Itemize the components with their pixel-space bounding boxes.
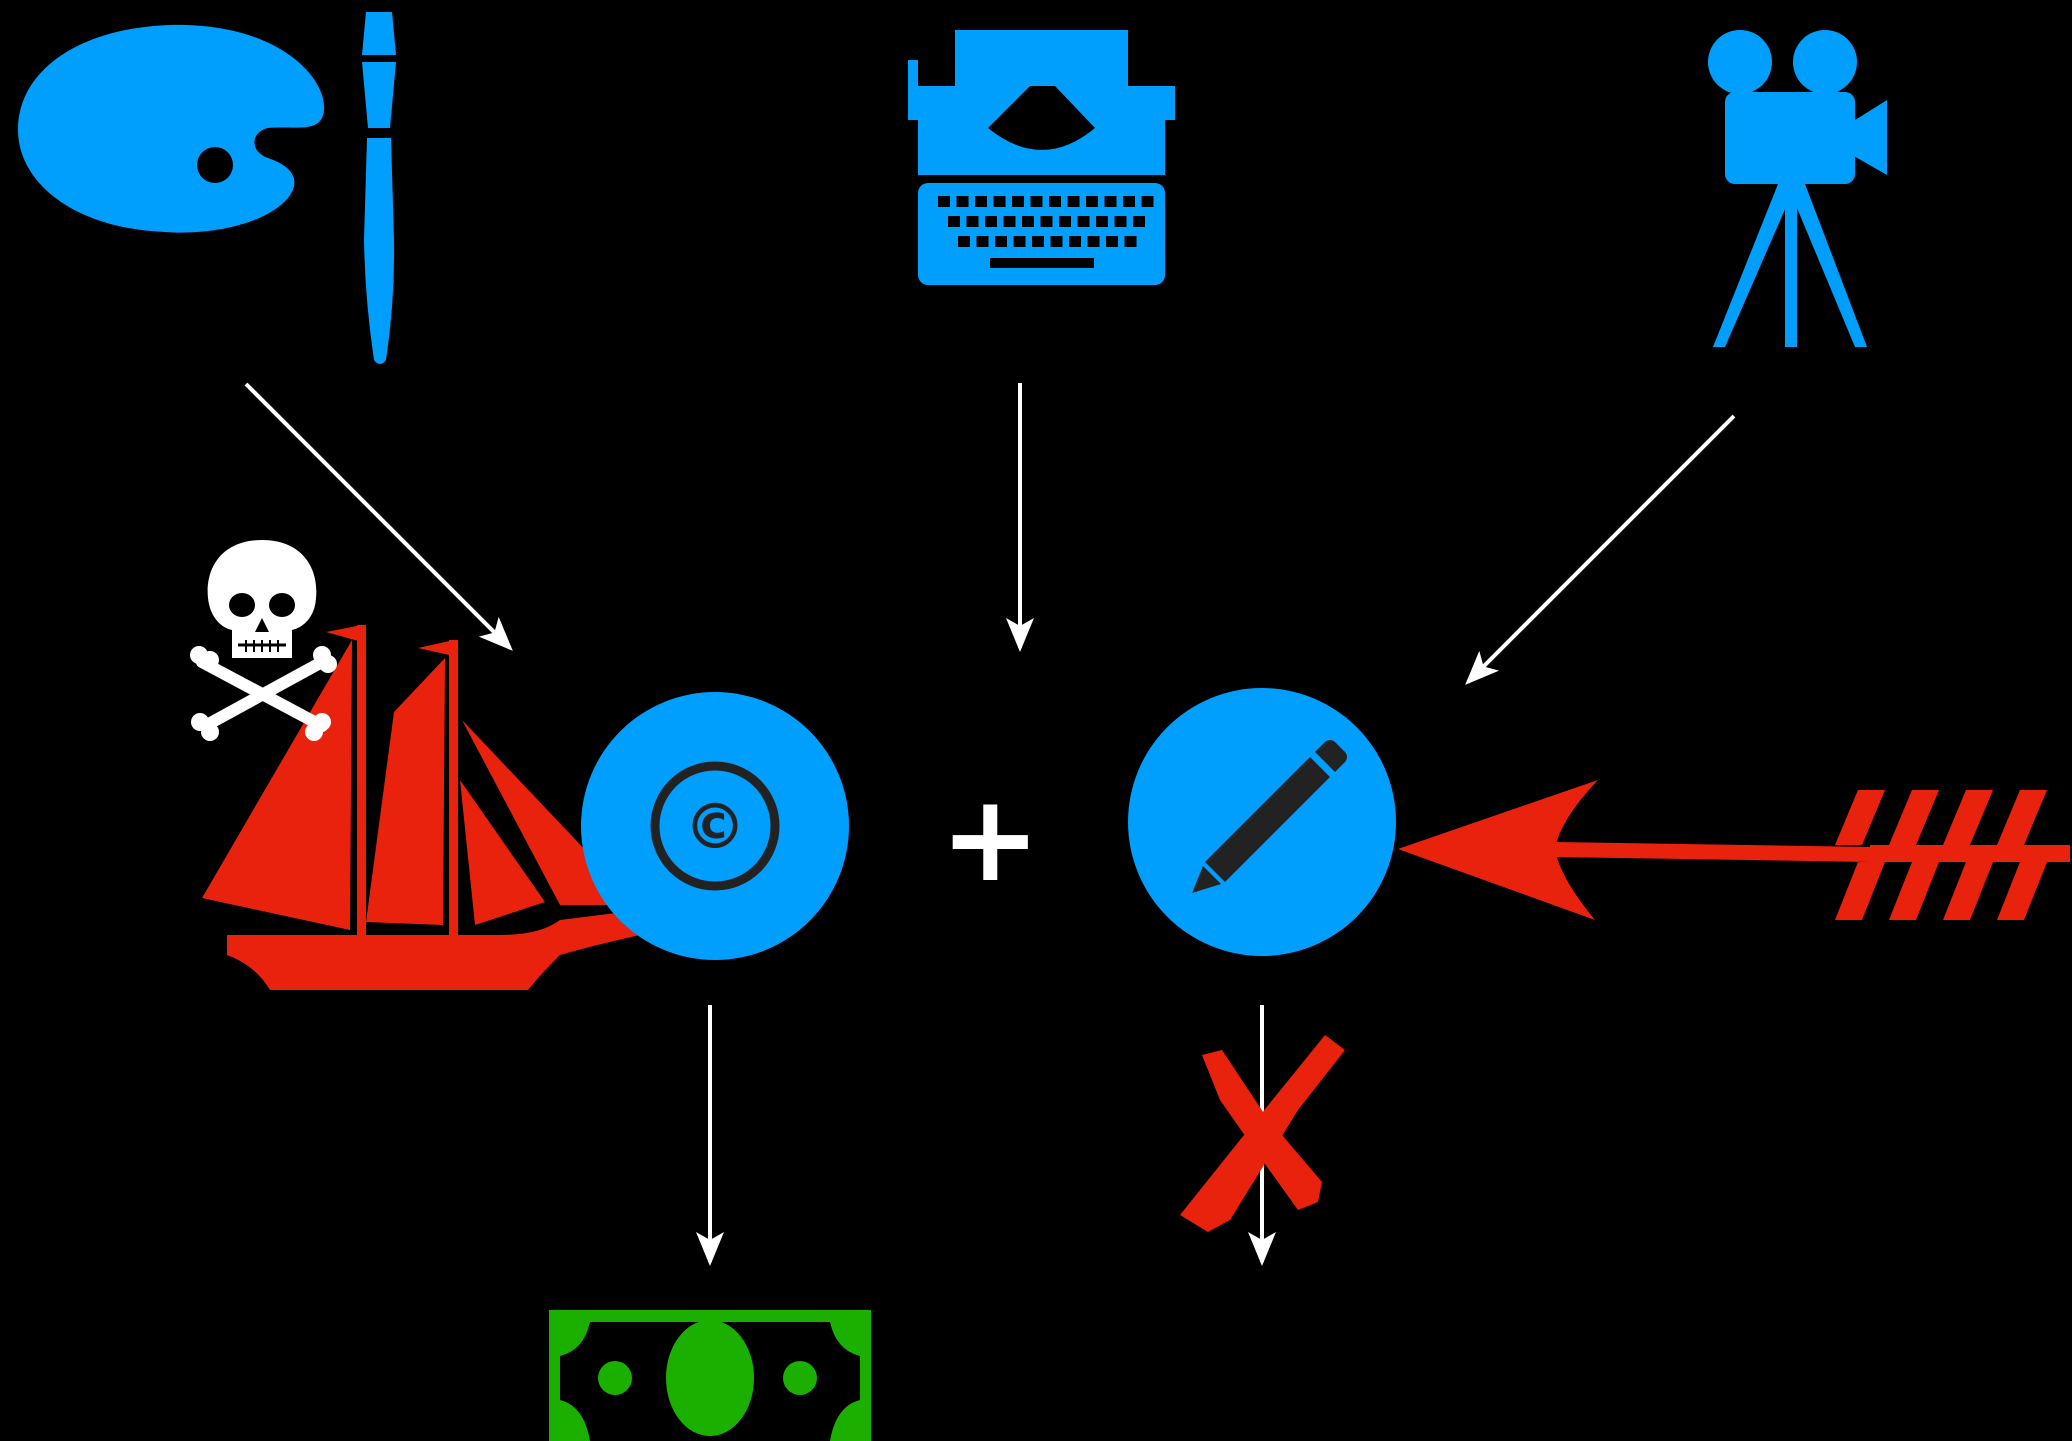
typewriter-key [1031,196,1043,207]
ship-mast-1 [357,625,366,940]
typewriter-key [1068,196,1080,207]
typewriter-key [1012,196,1024,207]
movie-camera-icon [1708,30,1887,347]
pencil-icon [1128,688,1396,956]
typewriter-key [975,196,987,207]
arrow-shaft [1555,842,1870,862]
typewriter-key [1049,196,1061,207]
typewriter-key [1014,236,1026,247]
typewriter-key [995,236,1007,247]
arrow-icon [1398,780,2070,920]
typewriter-key [1078,216,1090,227]
camera-body [1725,92,1855,184]
typewriter-key [1115,216,1127,227]
typewriter-key [938,196,950,207]
bill-center [666,1320,754,1436]
typewriter-key [958,236,970,247]
bill-dot-right [783,1361,817,1395]
typewriter-key [1133,216,1145,227]
typewriter-key [977,236,989,247]
camera-reel-left [1708,30,1772,94]
pirate-ship-icon [202,625,640,990]
arrow-fletching [1835,790,2070,920]
typewriter-key [1142,196,1154,207]
typewriter-key [1123,196,1135,207]
typewriter-key [1022,216,1034,227]
copyright-symbol: © [684,790,746,863]
ship-flag-2 [418,640,454,656]
ship-mast-2 [449,640,458,940]
typewriter-spacebar [990,258,1094,268]
typewriter-key [957,196,969,207]
camera-reel-right [1793,30,1857,94]
palette-and-brush-icon [18,12,396,364]
ship-flag-1 [326,625,362,642]
typewriter-key [1106,236,1118,247]
typewriter-key [948,216,960,227]
typewriter-icon [908,30,1175,285]
typewriter-key [1032,236,1044,247]
brush-shape [362,12,396,364]
plus-sign: + [940,770,1040,910]
typewriter-key [985,216,997,227]
camera-lens [1852,100,1887,175]
typewriter-key [1096,216,1108,227]
ship-sail-2 [366,658,445,925]
copyright-icon: © [581,692,849,960]
typewriter-key [1041,216,1053,227]
bill-dot-left [598,1361,632,1395]
typewriter-key [994,196,1006,207]
palette-hole [197,147,233,183]
typewriter-key [1051,236,1063,247]
typewriter-key [1125,236,1137,247]
typewriter-key [1088,236,1100,247]
palette-shape [18,25,324,233]
arrow-camera-to-pencil [1468,416,1734,682]
money-bill-icon [549,1310,871,1441]
typewriter-key [1059,216,1071,227]
typewriter-key [1069,236,1081,247]
typewriter-key [1105,196,1117,207]
typewriter-key [1004,216,1016,227]
camera-tripod [1713,184,1867,347]
typewriter-key [967,216,979,227]
typewriter-key [1086,196,1098,207]
